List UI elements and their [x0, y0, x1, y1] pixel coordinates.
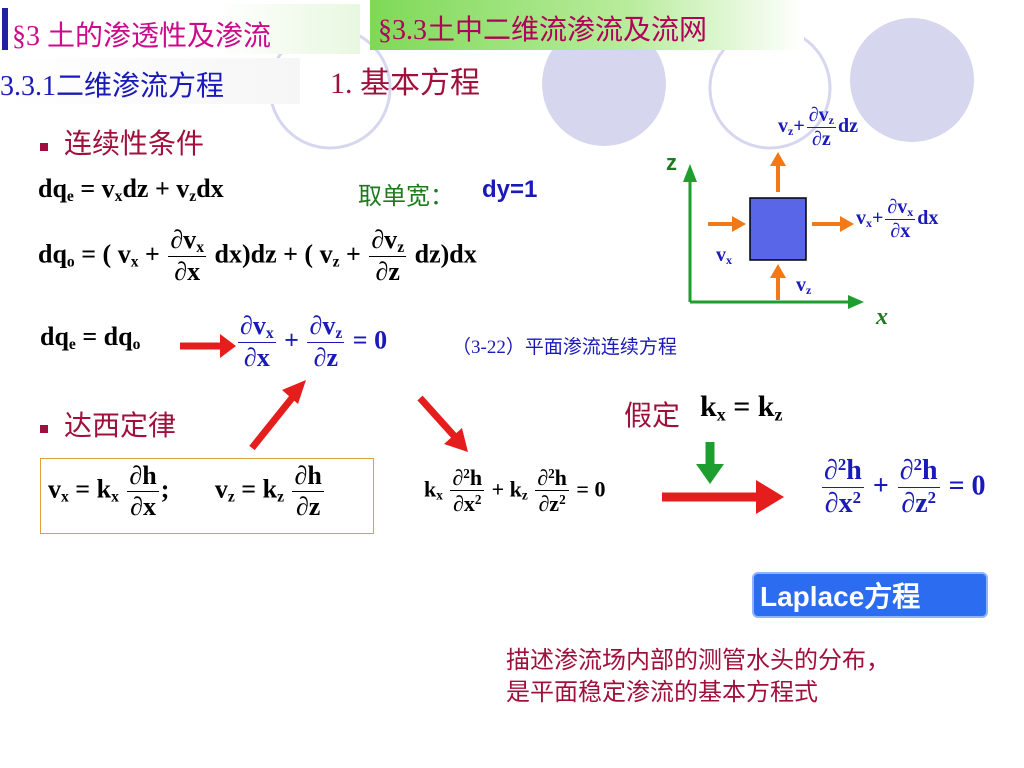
- arrow-continuity-down: [417, 395, 468, 452]
- laplace-description-line2: 是平面稳定渗流的基本方程式: [506, 680, 818, 706]
- equation-darcy: vx = kx ∂h∂x; vz = kz ∂h∂z: [48, 461, 324, 521]
- axis-z-label: z: [666, 150, 677, 175]
- section-title: §3 土的渗透性及渗流: [12, 21, 272, 52]
- coordinate-axes: [683, 164, 864, 309]
- frac-dvx-dx: ∂vx∂x: [168, 225, 206, 287]
- unit-width-value: dy=1: [482, 176, 538, 203]
- flow-out-z-arrow: [770, 152, 786, 192]
- label-vz-in: vz: [796, 274, 812, 297]
- assumption-label: 假定: [624, 401, 681, 432]
- continuity-equation-note: （3-22）平面渗流连续方程: [452, 337, 677, 358]
- soil-element: [749, 197, 807, 261]
- bullet-icon: [40, 142, 48, 151]
- equation-dqe: dqe = vxdz + vzdx: [38, 174, 224, 205]
- equation-dqe-equals-dqo: dqe = dqo: [40, 322, 141, 353]
- laplace-badge: Laplace方程: [752, 572, 988, 618]
- equation-anisotropic: kx ∂2h∂x2 + kz ∂2h∂z2 = 0: [424, 465, 606, 517]
- laplace-description-line1: 描述渗流场内部的测管水头的分布，: [506, 648, 890, 674]
- subsection-title-bar: [370, 0, 804, 50]
- deco-circle-filled-2: [850, 18, 974, 142]
- equation-laplace: ∂2h∂x2 + ∂2h∂z2 = 0: [822, 455, 986, 520]
- darcy-bullet-item: 达西定律: [40, 404, 176, 444]
- flow-out-x-arrow: [812, 216, 854, 232]
- sub-subsection-bar: [0, 58, 300, 104]
- darcy-label: 达西定律: [64, 411, 177, 442]
- element-diagram: [683, 152, 864, 309]
- flow-in-x-arrow: [708, 216, 746, 232]
- continuity-bullet-item: 连续性条件: [40, 122, 204, 162]
- axis-x-label: x: [876, 304, 888, 330]
- deco-circle-filled-1: [542, 22, 666, 146]
- continuity-label: 连续性条件: [64, 129, 205, 160]
- equation-continuity-2d: ∂vx∂x + ∂vz∂z = 0: [238, 311, 388, 373]
- subsection-title: §3.3土中二维流渗流及流网: [378, 15, 708, 46]
- arrow-dqe-to-continuity: [180, 334, 236, 358]
- label-vx-in: vx: [716, 244, 732, 267]
- flow-in-z-arrow: [770, 264, 786, 300]
- unit-width-label: 取单宽：: [358, 184, 454, 210]
- arrow-assumption-down: [696, 442, 724, 484]
- frac-dvz-dz: ∂vz∂z: [369, 225, 407, 287]
- equation-dqo: dqo = ( vx + ∂vx∂x dx)dz + ( vz + ∂vz∂z …: [38, 225, 477, 287]
- sub-subsection-title: 3.3.1二维渗流方程: [0, 71, 225, 102]
- heading-basic-equations: 1. 基本方程: [330, 67, 480, 100]
- bullet-icon: [40, 424, 48, 433]
- darcy-equation-box: [40, 458, 374, 534]
- section-title-bar: [0, 4, 360, 54]
- laplace-badge-label: Laplace方程: [760, 581, 921, 612]
- equation-kx-equals-kz: kx = kz: [700, 390, 783, 425]
- section-title-accent: [2, 8, 8, 50]
- arrow-darcy-up: [249, 380, 306, 451]
- arrow-to-laplace: [662, 480, 784, 514]
